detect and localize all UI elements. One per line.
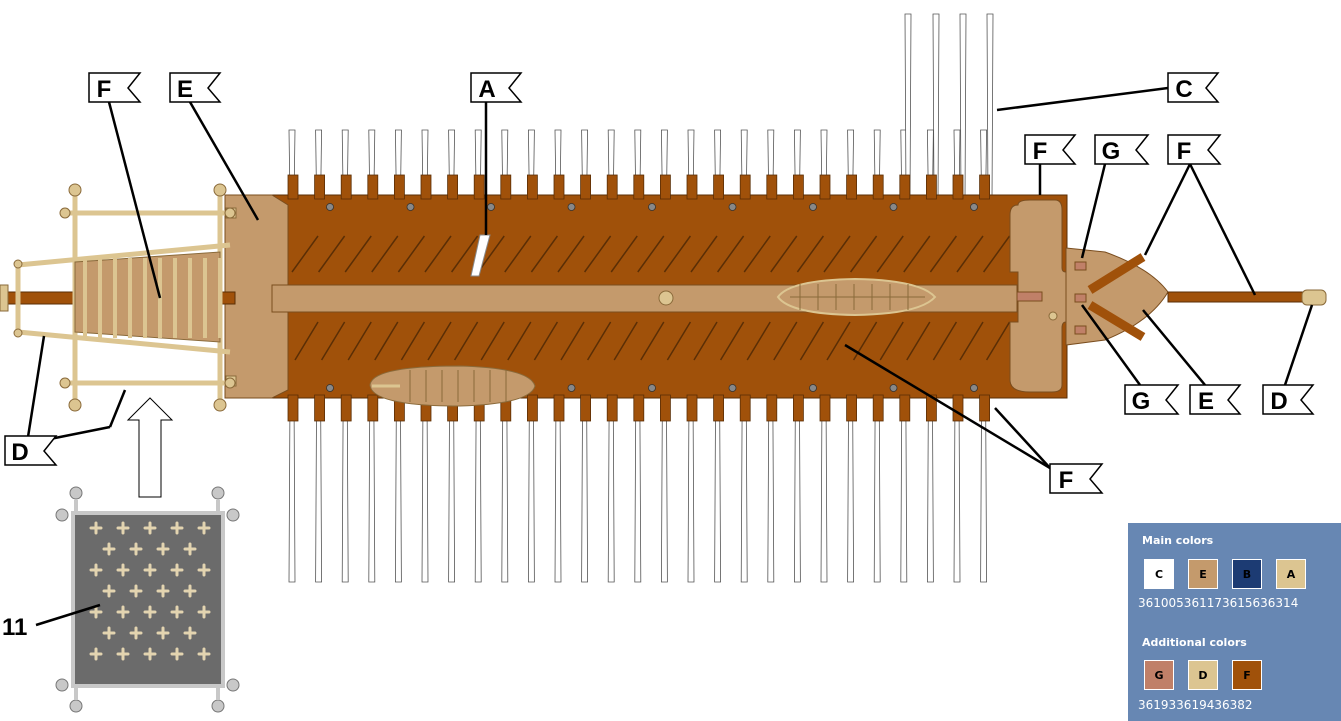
flag-a: A [470, 72, 523, 103]
bowsprit [1167, 291, 1307, 303]
svg-text:F: F [1177, 138, 1192, 165]
sail [55, 486, 240, 713]
oars-tall-group [904, 13, 994, 201]
flag-f-upper: F [1024, 134, 1077, 165]
svg-text:D: D [11, 439, 28, 466]
svg-text:E: E [1198, 388, 1214, 415]
catapult-arm-lower [1087, 301, 1146, 341]
svg-text:G: G [1102, 138, 1121, 165]
mast-step [658, 290, 674, 306]
swatch-a: A [1276, 559, 1306, 589]
svg-text:F: F [1033, 138, 1048, 165]
main-color-codes: 361005361173615636314 [1138, 596, 1299, 610]
swatch-c: C [1144, 559, 1174, 589]
awning-ribs [83, 258, 222, 338]
additional-colors-title: Additional colors [1142, 636, 1247, 649]
flag-g-lower: G [1124, 384, 1180, 415]
swatch-g: G [1144, 660, 1174, 690]
swatch-d: D [1188, 660, 1218, 690]
flag-g-upper: G [1094, 134, 1150, 165]
oars-lower-bank [288, 394, 988, 583]
winch-lower [1074, 325, 1087, 335]
swatch-b: B [1232, 559, 1262, 589]
flag-d-left: D [4, 435, 58, 466]
flag-f-lower: F [1049, 463, 1104, 494]
main-colors-title: Main colors [1142, 534, 1214, 547]
oar-thole-blocks [287, 174, 990, 422]
label-11: 11 [2, 614, 27, 641]
svg-text:A: A [478, 76, 495, 103]
winch-middle [1074, 293, 1087, 303]
catapult-arm-upper [1087, 253, 1146, 294]
capstan-rope [1016, 291, 1043, 302]
flag-f-left: F [88, 72, 142, 103]
swatch-f: F [1232, 660, 1262, 690]
bowsprit-tip [1301, 289, 1327, 306]
stern-deck [224, 194, 289, 399]
flag-c: C [1167, 72, 1220, 103]
flag-e-right: E [1189, 384, 1242, 415]
up-arrow-icon [126, 397, 174, 498]
rowboat-lower [369, 365, 536, 407]
svg-text:C: C [1175, 76, 1192, 103]
leader-lines [26, 86, 1314, 627]
svg-text:E: E [177, 76, 193, 103]
flag-d-right: D [1262, 384, 1315, 415]
svg-text:F: F [97, 76, 112, 103]
swatch-e: E [1188, 559, 1218, 589]
rowboat-upper [776, 277, 937, 317]
svg-text:G: G [1132, 388, 1151, 415]
stern-awning [74, 251, 221, 343]
svg-text:D: D [1270, 388, 1287, 415]
bow-bolt [1048, 311, 1058, 321]
winch-upper [1074, 261, 1087, 271]
flag-f-right: F [1167, 134, 1222, 165]
svg-text:F: F [1059, 467, 1074, 494]
flag-e-left: E [169, 72, 222, 103]
additional-color-codes: 361933619436382 [1138, 698, 1253, 712]
